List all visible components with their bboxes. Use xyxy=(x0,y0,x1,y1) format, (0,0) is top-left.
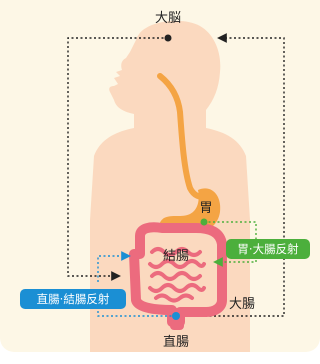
rectum-sensor-node xyxy=(172,312,180,320)
rectocolic-reflex-badge: 直腸·結腸反射 xyxy=(20,289,126,309)
brain-label: 大脳 xyxy=(155,11,181,26)
gastrocolic-reflex-label: 胃·大腸反射 xyxy=(237,242,299,256)
stomach-sensor-node xyxy=(201,219,208,226)
rectum-label: 直腸 xyxy=(163,335,189,350)
brain-node xyxy=(165,35,172,42)
digestive-reflex-diagram: 大脳 胃 結腸 大腸 直腸 胃·大腸反射 直腸·結腸反射 xyxy=(0,0,320,352)
rectocolic-reflex-label: 直腸·結腸反射 xyxy=(37,292,110,306)
gastrocolic-reflex-badge: 胃·大腸反射 xyxy=(226,239,310,259)
diagram-panel: 大脳 胃 結腸 大腸 直腸 胃·大腸反射 直腸·結腸反射 xyxy=(0,0,320,352)
stomach-label: 胃 xyxy=(199,201,212,216)
large-intestine-label: 大腸 xyxy=(229,297,255,312)
colon-label: 結腸 xyxy=(163,249,189,264)
